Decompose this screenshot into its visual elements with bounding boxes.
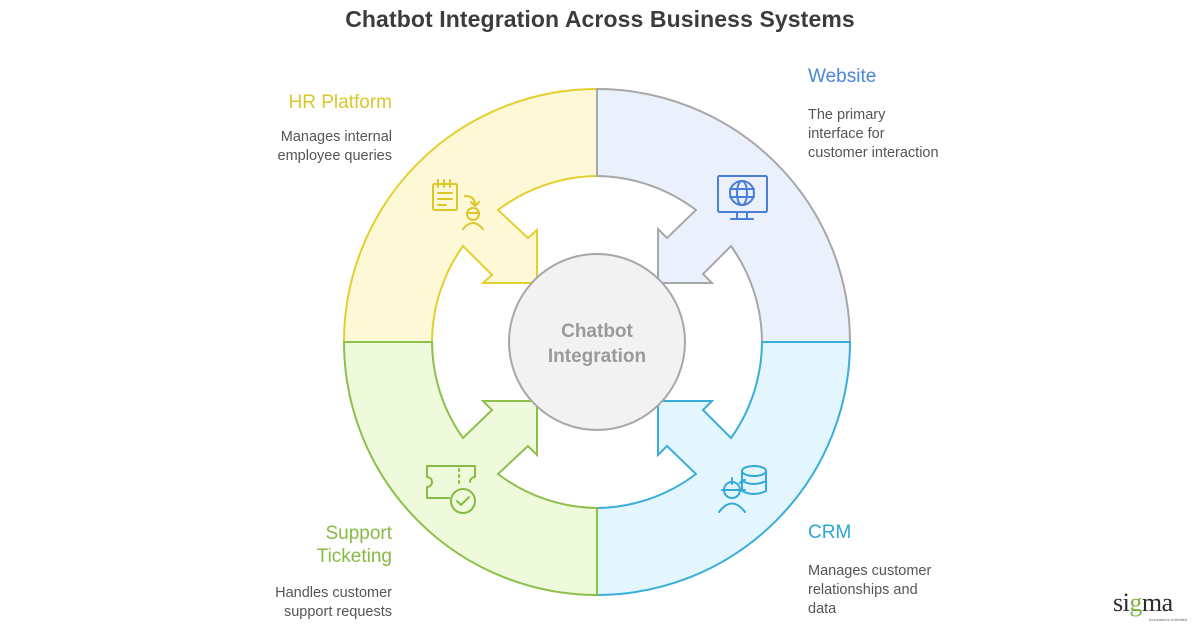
website-title: Website bbox=[808, 66, 877, 87]
website-description: The primary interface for customer inter… bbox=[808, 106, 939, 163]
segment-crm[interactable] bbox=[596, 341, 852, 597]
hr-desc-line: Manages internal bbox=[280, 129, 392, 145]
support-desc-line: Handles customer bbox=[275, 585, 392, 601]
logo-text-part: ma bbox=[1141, 588, 1173, 617]
crm-description: Manages customer relationships and data bbox=[808, 562, 931, 619]
center-circle[interactable] bbox=[508, 253, 686, 431]
logo-text-part: si bbox=[1113, 588, 1130, 617]
crm-desc-line: data bbox=[808, 601, 837, 617]
page-title: Chatbot Integration Across Business Syst… bbox=[345, 6, 855, 32]
sigma-logo: sigma Innovations Unlimited bbox=[1113, 590, 1193, 623]
hr-platform-description: Manages internal employee queries bbox=[212, 128, 392, 166]
monitor-globe-icon bbox=[717, 175, 768, 220]
support-desc-line: support requests bbox=[283, 604, 392, 620]
website-desc-line: customer interaction bbox=[808, 145, 939, 161]
support-ticketing-title: Support Ticketing bbox=[232, 522, 392, 568]
website-desc-line: The primary bbox=[808, 107, 886, 123]
website-desc-line: interface for bbox=[808, 126, 885, 142]
segment-support-ticketing[interactable] bbox=[342, 341, 598, 597]
center-label-line2: Integration bbox=[548, 346, 646, 367]
crm-desc-line: relationships and bbox=[808, 582, 918, 598]
worker-database-icon bbox=[718, 465, 767, 513]
support-ticketing-description: Handles customer support requests bbox=[212, 584, 392, 622]
crm-desc-line: Manages customer bbox=[808, 563, 932, 579]
hr-desc-line: employee queries bbox=[277, 148, 392, 164]
hr-icon bbox=[432, 179, 484, 230]
support-title-line: Support bbox=[325, 523, 392, 544]
logo-wordmark: sigma bbox=[1113, 590, 1193, 616]
support-title-line: Ticketing bbox=[316, 546, 392, 567]
ticket-check-icon bbox=[426, 465, 476, 514]
center-label-line1: Chatbot bbox=[561, 321, 633, 342]
crm-title: CRM bbox=[808, 522, 852, 543]
logo-tagline: Innovations Unlimited bbox=[1149, 617, 1188, 622]
hr-platform-title: HR Platform bbox=[288, 92, 392, 113]
logo-text-part: g bbox=[1129, 588, 1142, 617]
